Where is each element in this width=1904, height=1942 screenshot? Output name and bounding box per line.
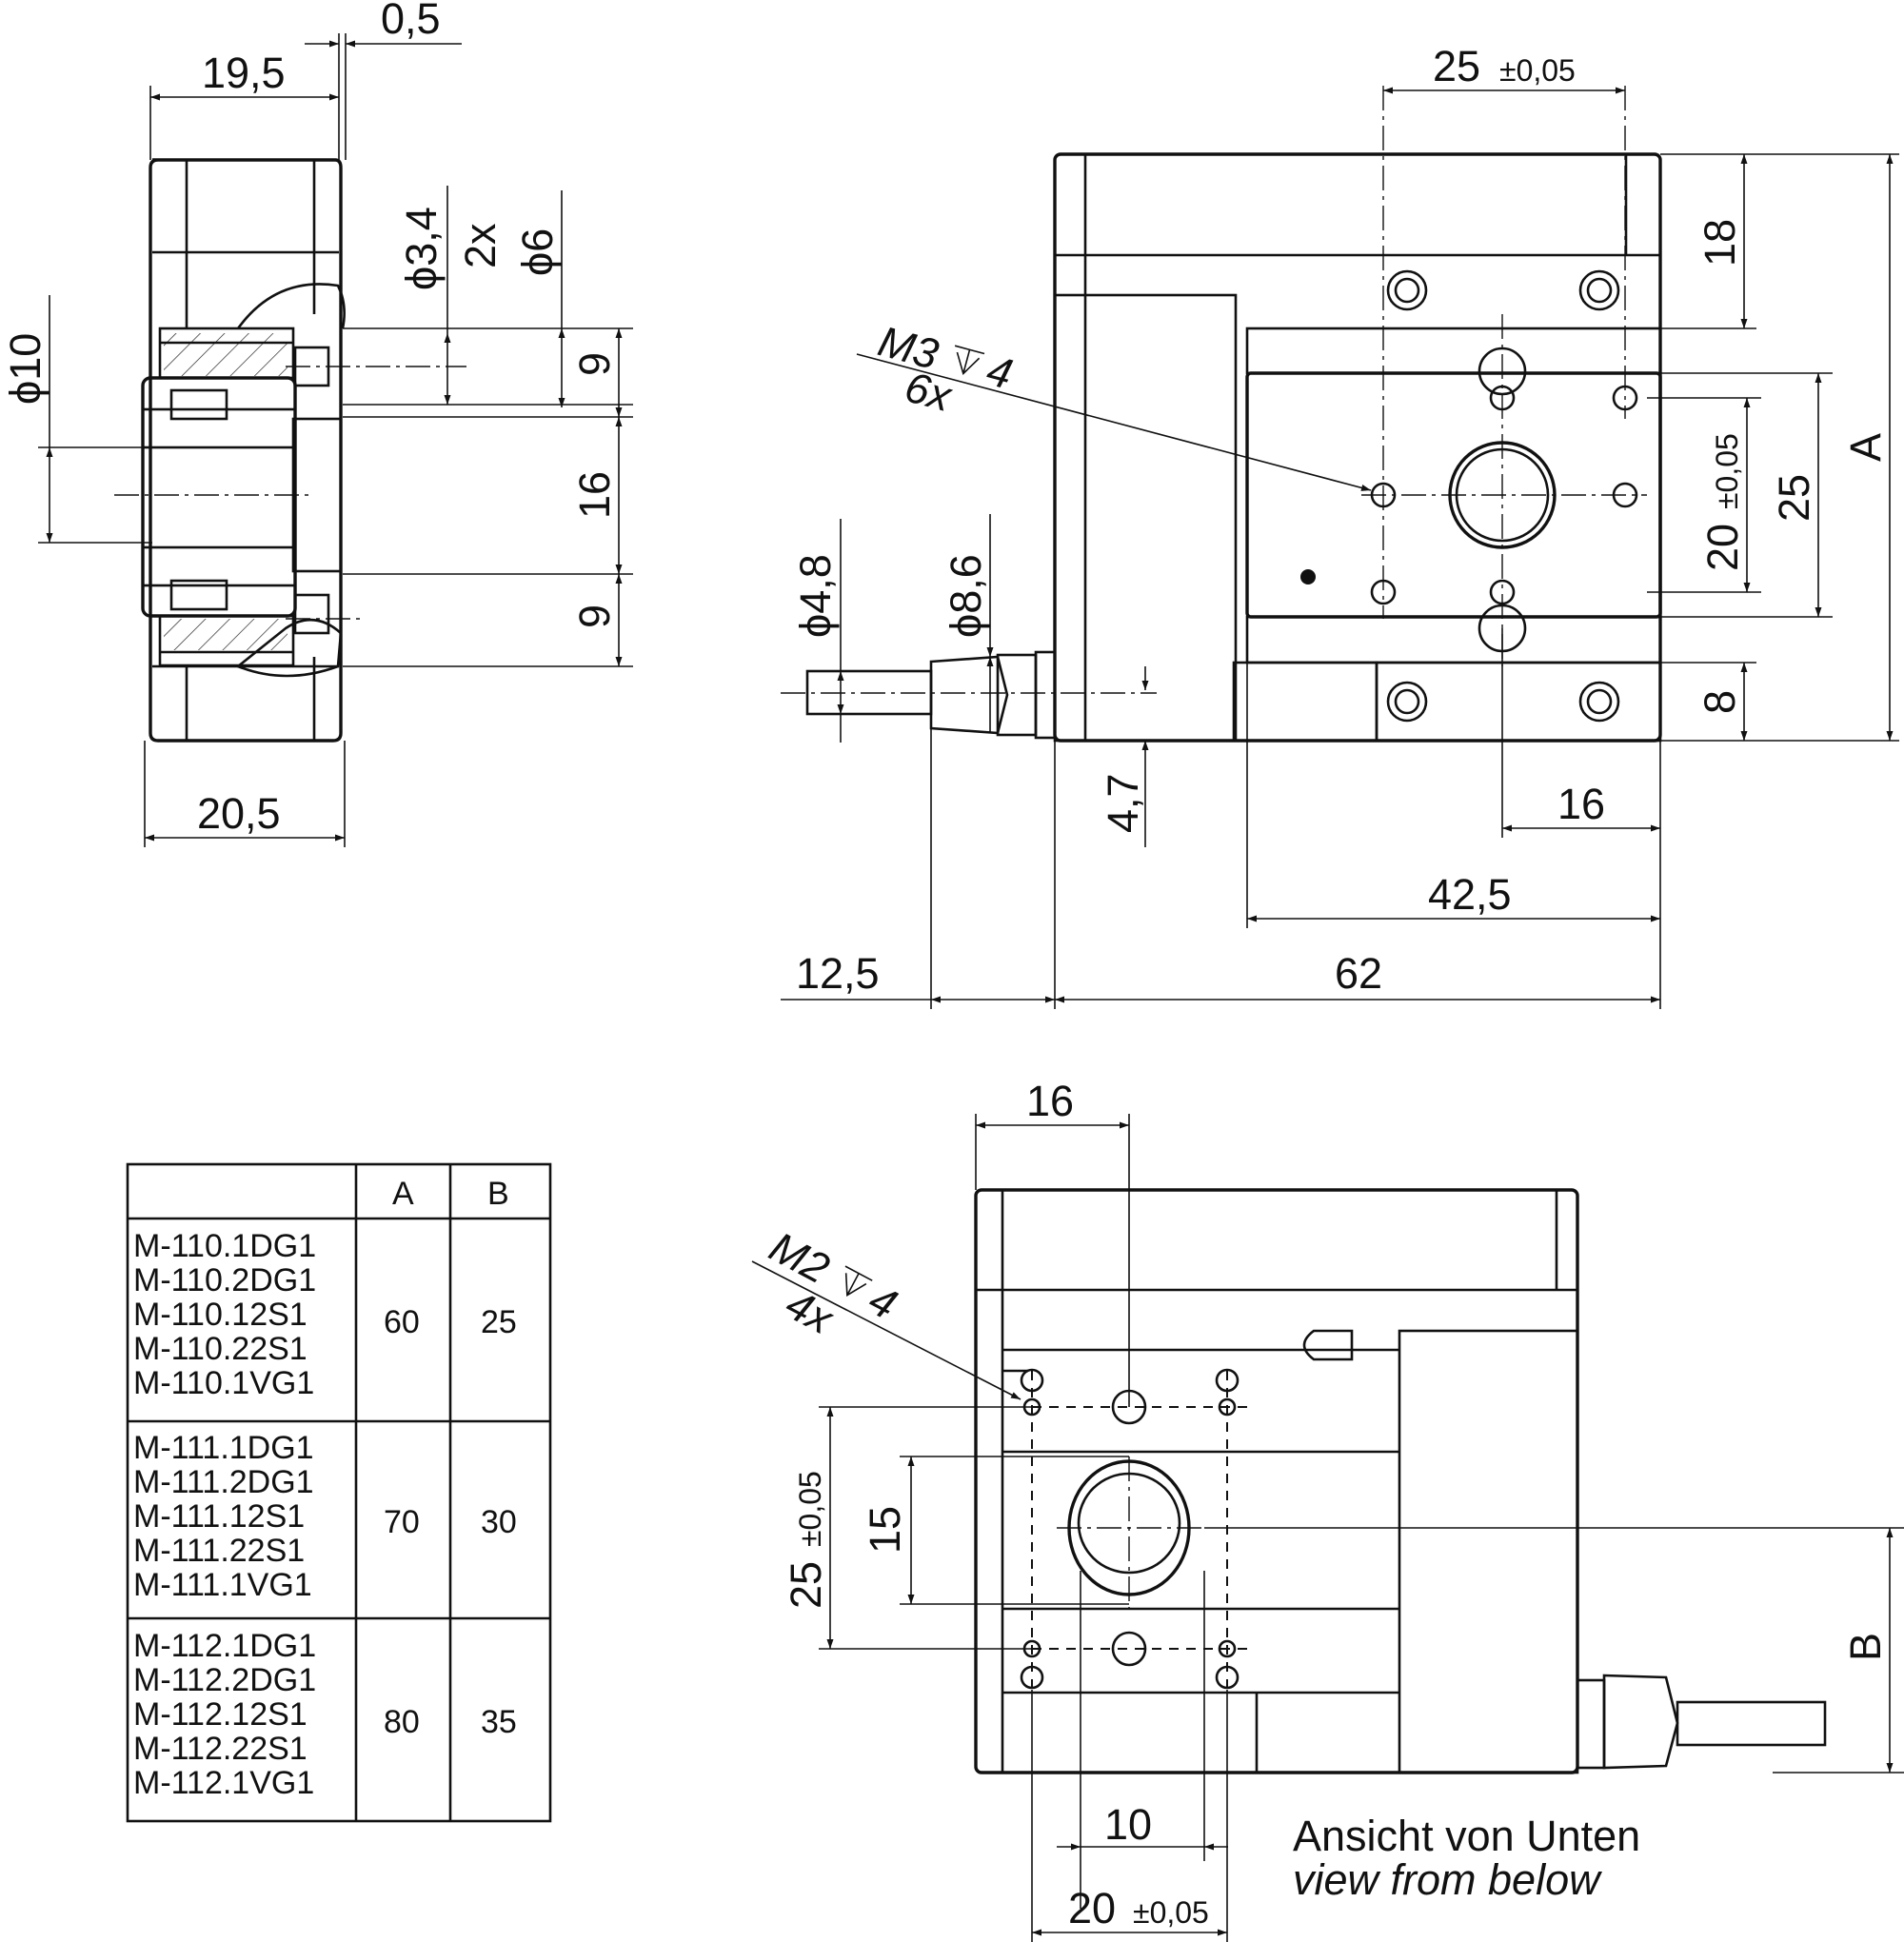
- model-name: M-111.1VG1: [133, 1567, 312, 1603]
- table-row: M-112.1DG1 M-112.2DG1 M-112.12S1 M-112.2…: [133, 1628, 517, 1801]
- dim-16-top: 16: [1557, 780, 1605, 828]
- dim-B: B: [1841, 1633, 1890, 1661]
- mount-hole-bottom-left: [1386, 681, 1428, 723]
- dim-42-5: 42,5: [1428, 870, 1512, 919]
- dim-20: 20: [1698, 524, 1747, 571]
- table-row: M-110.1DG1 M-110.2DG1 M-110.12S1 M-110.2…: [133, 1228, 517, 1401]
- dim-62: 62: [1335, 949, 1382, 998]
- model-name: M-110.1VG1: [133, 1365, 314, 1401]
- dim-20-bottom-tol: ±0,05: [1133, 1895, 1209, 1930]
- dim-18: 18: [1696, 219, 1744, 267]
- dim-20-bottom: 20: [1068, 1884, 1116, 1932]
- dim-8: 8: [1696, 690, 1744, 714]
- dim-9-bottom: 9: [570, 604, 619, 628]
- dim-12-5: 12,5: [796, 949, 880, 998]
- model-name: M-111.12S1: [133, 1498, 305, 1535]
- dim-25-right: 25: [1770, 474, 1818, 522]
- model-table: A B M-110.1DG1 M-110.2DG1 M-110.12S1 M-1…: [126, 1162, 552, 1823]
- table-header-A: A: [392, 1176, 414, 1212]
- table-row: M-111.1DG1 M-111.2DG1 M-111.12S1 M-111.2…: [133, 1430, 517, 1603]
- dim-20-tol: ±0,05: [1710, 433, 1744, 509]
- model-name: M-111.2DG1: [133, 1464, 314, 1500]
- dim-15: 15: [861, 1506, 909, 1554]
- mount-hole-top-left: [1386, 269, 1428, 311]
- dim-25-top: 25: [1433, 42, 1480, 90]
- model-name: M-110.12S1: [133, 1297, 307, 1333]
- model-name: M-112.2DG1: [133, 1662, 316, 1698]
- dim-cable-dia: ϕ4,8: [791, 554, 840, 638]
- dim-0-5: 0,5: [381, 0, 441, 43]
- dim-counterbore-dia: ϕ6: [513, 228, 562, 276]
- value-A: 70: [384, 1504, 420, 1540]
- caption-german: Ansicht von Unten: [1293, 1812, 1640, 1860]
- top-view: 25 ±0,05 18 A 25 20 ±0,05 8 M3 4: [781, 42, 1899, 1009]
- thread-depth-m3: 4: [982, 346, 1017, 399]
- dim-25-bottom-tol: ±0,05: [793, 1471, 827, 1547]
- bottom-view: 16 M2 4 4x 25 ±0,05 15 B 10: [751, 1077, 1904, 1942]
- dim-16: 16: [570, 471, 619, 519]
- value-B: 30: [481, 1504, 517, 1540]
- dim-25-top-tol: ±0,05: [1499, 53, 1576, 88]
- thread-count-4x: 4x: [778, 1279, 842, 1344]
- dim-hole-count: 2x: [456, 223, 505, 268]
- caption-english: view from below: [1293, 1855, 1602, 1904]
- value-A: 80: [384, 1704, 420, 1740]
- dim-hole-dia: ϕ3,4: [397, 207, 446, 290]
- value-B: 25: [481, 1304, 517, 1340]
- dim-19-5: 19,5: [202, 49, 286, 97]
- dim-4-7: 4,7: [1099, 773, 1147, 833]
- value-B: 35: [481, 1704, 517, 1740]
- dim-A: A: [1841, 433, 1890, 462]
- dim-gland-dia: ϕ8,6: [942, 554, 990, 638]
- mount-hole-top-right: [1578, 269, 1620, 311]
- model-name: M-111.1DG1: [133, 1430, 314, 1466]
- dim-9-top: 9: [570, 352, 619, 376]
- model-name: M-112.12S1: [133, 1696, 307, 1733]
- value-A: 60: [384, 1304, 420, 1340]
- model-name: M-112.1VG1: [133, 1765, 314, 1801]
- model-name: M-110.2DG1: [133, 1262, 316, 1298]
- table-header-B: B: [487, 1176, 509, 1212]
- side-view: 19,5 0,5 ϕ10 ϕ3,4 2x ϕ6 9 16 9: [1, 0, 633, 847]
- mount-hole-bottom-right: [1578, 681, 1620, 723]
- model-name: M-110.22S1: [133, 1331, 307, 1367]
- model-name: M-111.22S1: [133, 1533, 305, 1569]
- dim-16-bottom: 16: [1026, 1077, 1074, 1125]
- dim-bore-dia: ϕ10: [1, 333, 50, 405]
- dim-10: 10: [1104, 1800, 1152, 1849]
- thread-depth-m2: 4: [861, 1275, 904, 1329]
- model-name: M-112.22S1: [133, 1731, 307, 1767]
- dim-20-5: 20,5: [197, 789, 281, 838]
- model-name: M-112.1DG1: [133, 1628, 316, 1664]
- dim-25-bottom: 25: [782, 1561, 830, 1609]
- model-name: M-110.1DG1: [133, 1228, 316, 1264]
